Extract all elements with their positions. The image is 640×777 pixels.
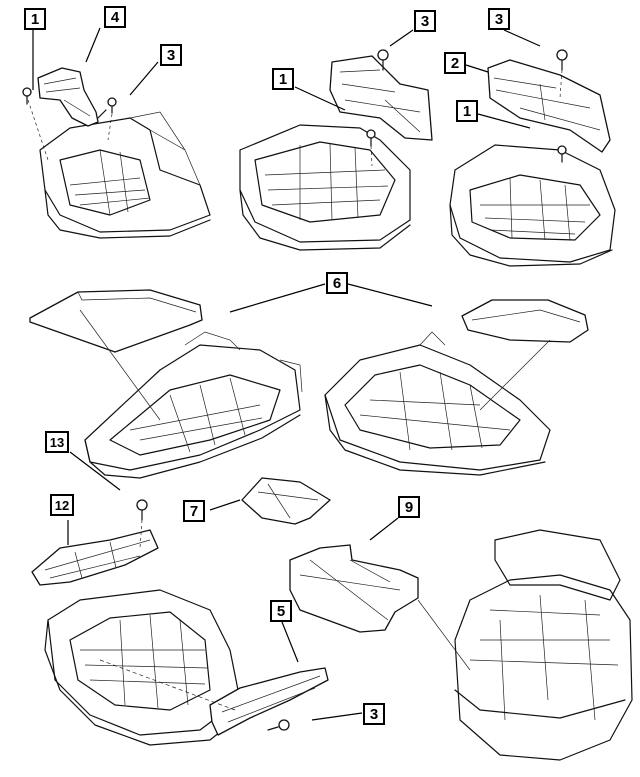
callout-6: 6 xyxy=(326,272,348,294)
callout-1-left: 1 xyxy=(24,8,46,30)
callout-3-left: 3 xyxy=(160,44,182,66)
trunk-liner-part-9 xyxy=(289,544,419,633)
callout-1-right: 1 xyxy=(456,100,478,122)
leader-lines xyxy=(32,27,541,721)
callout-3-right: 3 xyxy=(488,8,510,30)
trunk-mat-left-part-6 xyxy=(29,289,203,353)
trunk-mat-right-part-6 xyxy=(461,299,589,343)
side-trim-panel-part-4 xyxy=(37,67,99,127)
callout-9: 9 xyxy=(398,496,420,518)
quarter-trim-panel-part-1 xyxy=(487,59,611,153)
callout-12: 12 xyxy=(50,494,74,516)
floor-pan-right-view xyxy=(324,331,551,476)
callout-3-middle: 3 xyxy=(414,10,436,32)
callout-5: 5 xyxy=(270,600,292,622)
push-pin-fasteners-right xyxy=(556,49,568,163)
push-pin-fastener-part-13 xyxy=(136,499,148,521)
callout-4: 4 xyxy=(104,6,126,28)
callout-3-bottom: 3 xyxy=(363,703,385,725)
callout-1-middle: 1 xyxy=(272,68,294,90)
rear-body-right-view xyxy=(449,144,616,267)
trunk-body-middle-view xyxy=(239,124,411,251)
sill-plate-part-5 xyxy=(209,667,329,736)
dashed-reference-lines xyxy=(27,69,563,711)
car-rear-open-trunk-view xyxy=(454,529,633,761)
callout-2: 2 xyxy=(444,52,466,74)
floor-pan-left-view xyxy=(84,331,303,479)
push-pin-fasteners-middle xyxy=(366,49,389,147)
push-pin-fastener-bottom xyxy=(267,719,290,731)
push-pin-fasteners-left xyxy=(22,87,117,119)
callout-13: 13 xyxy=(45,431,69,453)
callout-7: 7 xyxy=(183,500,205,522)
rear-panel-trim-part-12 xyxy=(31,529,159,586)
trunk-side-trim-part-1 xyxy=(329,55,433,141)
rear-body-left-view xyxy=(39,111,211,239)
spare-tire-cover-part-7 xyxy=(241,477,331,525)
